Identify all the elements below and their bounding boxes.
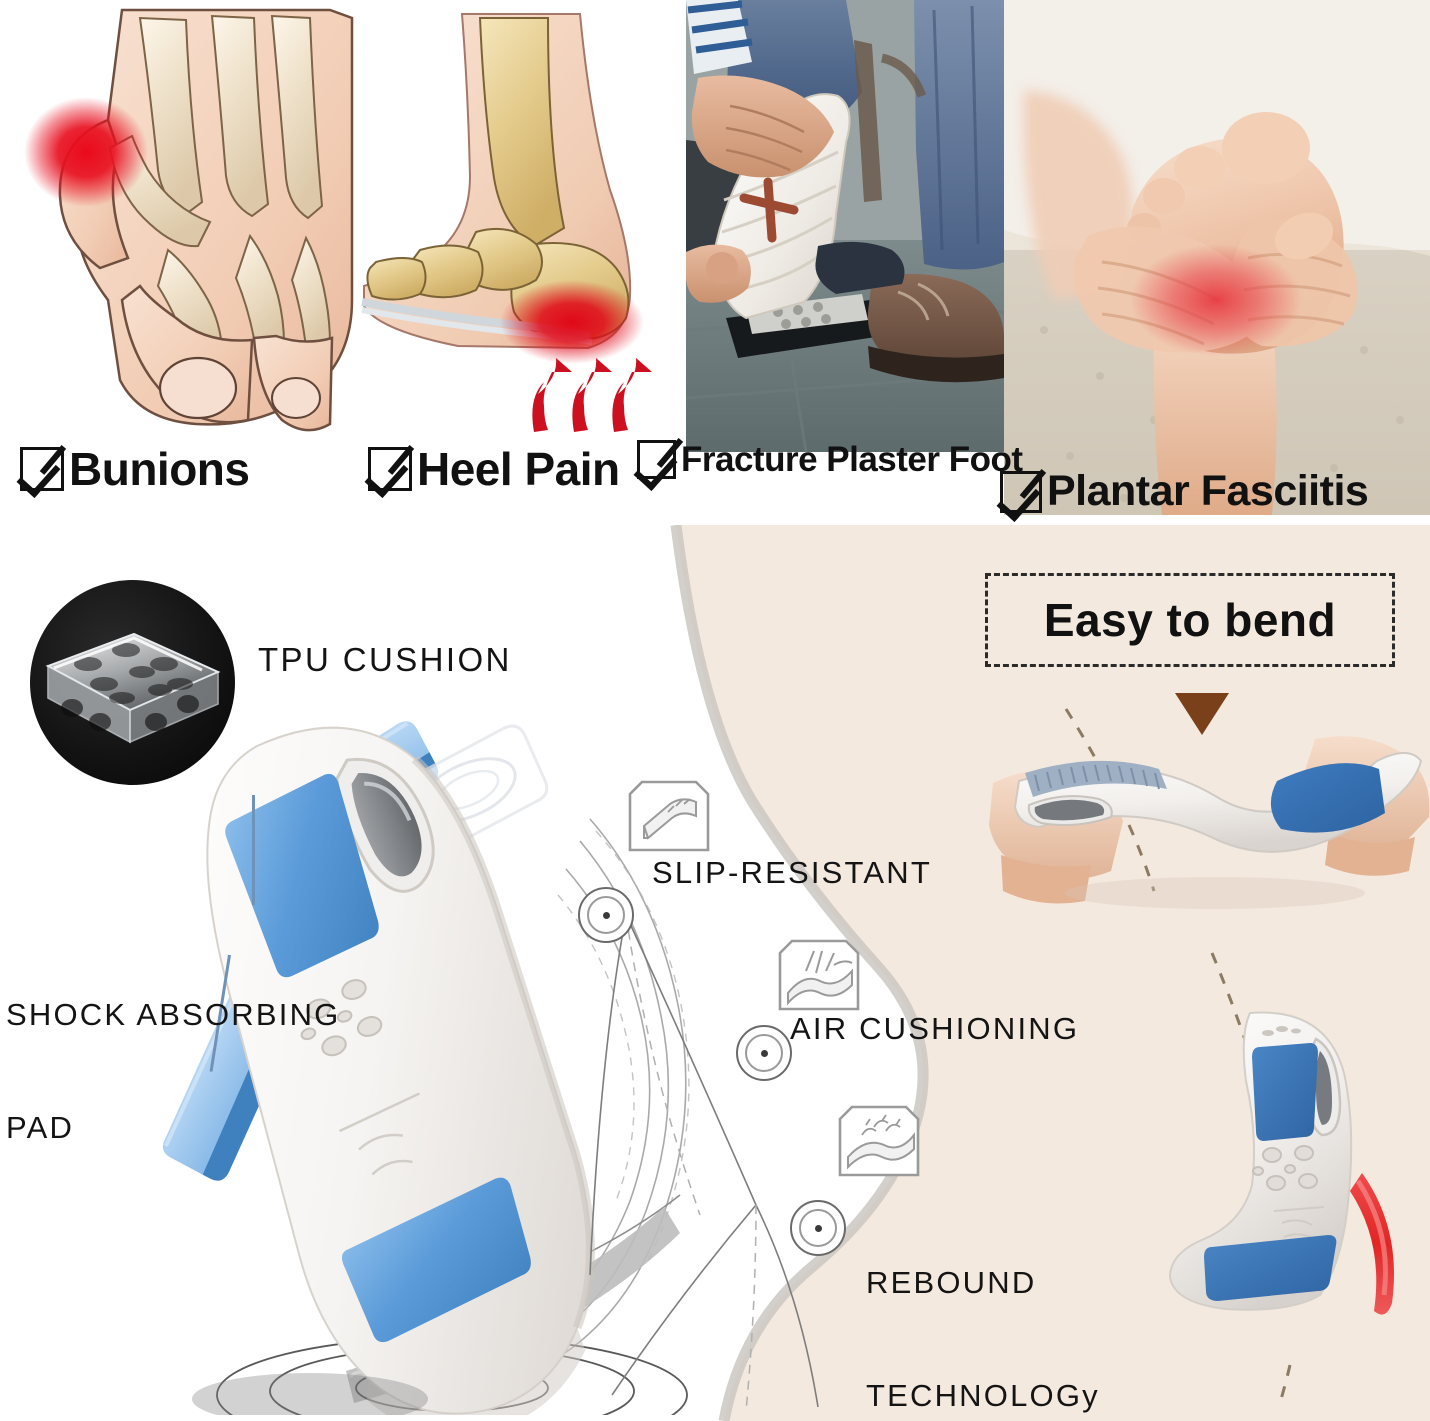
condition-label-bunions: Bunions [20,443,250,495]
hands-bending-insole-photo [989,736,1430,909]
feature-target-rebound-technology [790,1200,846,1256]
conditions-strip: Bunions Heel Pain Fracture Plaster Foot … [0,0,1430,525]
feature-label-air-cushioning: AIR CUSHIONING [790,1011,1080,1046]
feature-connector-lines [589,914,819,1412]
condition-text: Plantar Fasciitis [1047,467,1369,515]
feature-label-rebound-technology: REBOUND TECHNOLOGy [866,1188,1100,1421]
insole-grip-icon [628,780,710,852]
insole-rebound-icon [838,1105,920,1177]
condition-text: Fracture Plaster Foot [681,440,1023,479]
condition-label-fracture: Fracture Plaster Foot [637,440,1023,479]
insole-exploded-illustration [162,721,690,1415]
triangle-down-icon [1175,693,1229,735]
beige-wave-background [670,525,1430,1421]
shock-pad-leader-line-upper [252,795,255,905]
feature-target-slip-resistant [578,887,634,943]
checkbox-checked-icon [637,440,676,479]
heel-pain-illustration [358,0,688,440]
insole-air-icon [778,939,860,1011]
checkbox-checked-icon [368,447,412,491]
tpu-cushion-label: TPU CUSHION [258,641,512,678]
shock-absorbing-pad-label-line1: SHOCK ABSORBING [6,996,341,1032]
checkbox-checked-icon [20,447,64,491]
easy-to-bend-text: Easy to bend [1043,594,1337,646]
bunion-illustration [0,0,358,440]
feature-label-slip-resistant: SLIP-RESISTANT [652,855,932,890]
feature-target-air-cushioning [736,1025,792,1081]
tpu-cushion-inset [30,580,235,785]
product-feature-section: TPU CUSHION [0,525,1430,1421]
feature-label-rebound-line1: REBOUND [866,1264,1037,1300]
shock-absorbing-pad-label: SHOCK ABSORBING PAD [6,920,340,1223]
condition-label-plantar: Plantar Fasciitis [1000,467,1369,515]
bent-insole-photo [1168,1011,1394,1315]
easy-to-bend-banner: Easy to bend [985,573,1395,667]
condition-label-heel-pain: Heel Pain [368,446,620,492]
shock-absorbing-pad-label-line2: PAD [6,1110,75,1146]
checkbox-checked-icon [1000,470,1042,513]
condition-text: Heel Pain [417,443,620,495]
condition-text: Bunions [69,443,250,495]
fracture-plaster-photo [686,0,1004,452]
plantar-fasciitis-photo [1004,0,1430,515]
feature-label-rebound-line2: TECHNOLOGy [866,1378,1100,1414]
